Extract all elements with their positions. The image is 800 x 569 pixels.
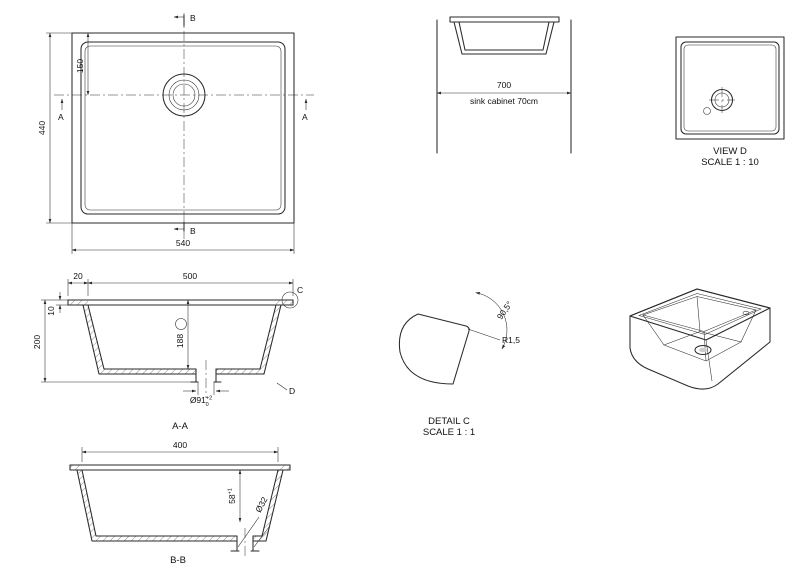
iso-body-silhouette <box>629 288 771 390</box>
dim-58: 58+1 <box>227 488 237 504</box>
dim-540: 540 <box>176 238 190 248</box>
dim-440: 440 <box>37 121 47 135</box>
viewd-outer-outline <box>675 36 785 140</box>
detail-d-marker-label: D <box>289 386 295 396</box>
viewd-scale: SCALE 1 : 10 <box>701 157 759 168</box>
strainer-knob <box>175 318 187 330</box>
dim-500: 500 <box>183 271 197 281</box>
sink-flange-section <box>449 16 560 23</box>
dim-700: 700 <box>497 80 511 90</box>
dim-188: 188 <box>175 334 185 348</box>
section-b-label-bottom: B <box>190 226 196 236</box>
dim-20: 20 <box>73 271 83 281</box>
section-aa-title: A-A <box>172 421 189 432</box>
iso-bowl-bottom <box>663 331 742 362</box>
detail-c-section-shape <box>398 313 470 385</box>
view-d: VIEW D SCALE 1 : 10 <box>675 36 785 168</box>
sink-rim-outer <box>80 41 286 215</box>
section-a-label-right: A <box>302 112 308 122</box>
isometric-view <box>629 288 771 390</box>
dim-200: 200 <box>32 335 42 349</box>
detail-c-angle: 90,5° <box>495 299 515 321</box>
viewd-overflow-hole <box>703 107 711 115</box>
dim-32: Ø32 <box>253 495 270 514</box>
plan-view: B B A A 150 440 540 <box>37 13 314 254</box>
sink-outer-outline <box>71 32 295 224</box>
viewd-rim-inner <box>683 44 777 132</box>
detail-c-radius: R1,5 <box>502 335 520 345</box>
dim-400: 400 <box>173 440 187 450</box>
detail-c-view: 90,5° R1,5 DETAIL C SCALE 1 : 1 <box>398 291 520 438</box>
detail-c-scale: SCALE 1 : 1 <box>423 427 475 438</box>
drain-circle-mid <box>168 79 200 111</box>
section-a-label-left: A <box>58 112 64 122</box>
section-b-label-top: B <box>190 13 196 23</box>
viewd-rim-outer <box>680 41 780 135</box>
detail-c-marker-circle <box>281 291 299 309</box>
detail-c-marker-label: C <box>297 285 303 295</box>
iso-overflow-hole <box>742 310 750 316</box>
iso-rim-top <box>629 288 771 341</box>
sink-rim-inner <box>84 45 282 211</box>
cabinet-front-view: 700 sink cabinet 70cm <box>436 16 572 154</box>
drain-circle-outer <box>162 73 206 117</box>
cabinet-caption: sink cabinet 70cm <box>470 96 538 106</box>
detail-c-title: DETAIL C <box>428 416 470 427</box>
sink-bowl-section <box>453 21 555 55</box>
viewd-title: VIEW D <box>713 146 747 157</box>
dim-150: 150 <box>75 59 85 73</box>
section-bb-title: B-B <box>170 555 186 566</box>
dim-10: 10 <box>46 306 56 316</box>
section-b-b: 400 58+1 Ø32 B-B <box>69 440 291 566</box>
iso-drain <box>694 344 712 356</box>
drain-circle-inner <box>172 83 196 107</box>
